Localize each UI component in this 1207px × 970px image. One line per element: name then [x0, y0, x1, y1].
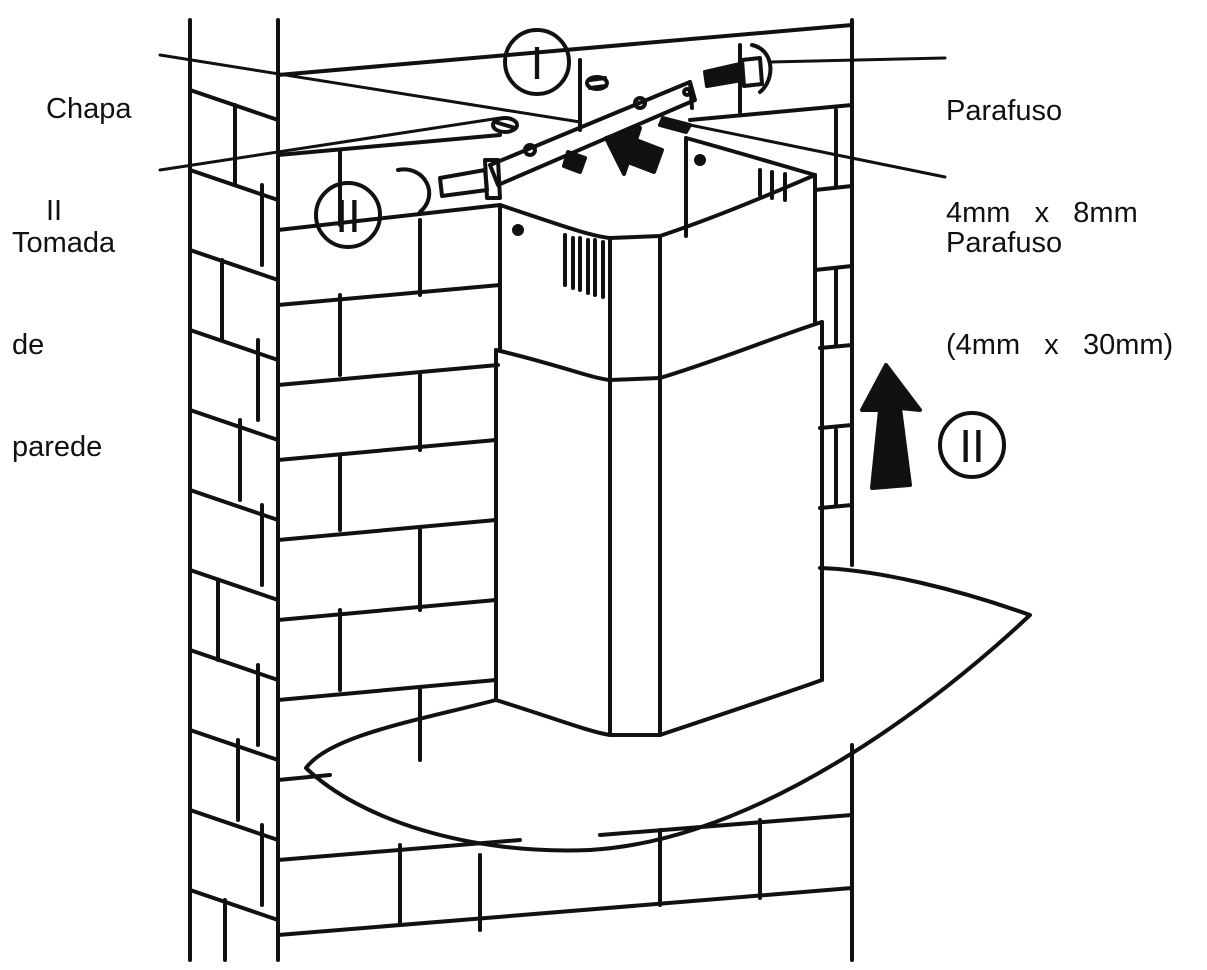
label-parafuso-4x8: Parafuso 4mm x 8mm — [946, 26, 1138, 264]
label-chapa-line-1: Chapa — [46, 93, 132, 125]
wall-plug-icons — [491, 75, 609, 134]
label-tomada-line-2: de — [12, 329, 45, 361]
label-parafuso-4x8-line-2: 4mm x 8mm — [946, 197, 1138, 229]
back-wall — [276, 18, 854, 962]
step-badge-top-circle — [503, 28, 571, 96]
leader-lines — [158, 53, 947, 179]
step-badge-right: II — [959, 420, 985, 472]
label-parafuso-4x8-line-1: Parafuso — [946, 95, 1063, 127]
insert-arrow-icon — [604, 126, 664, 176]
mounting-bracket — [488, 80, 697, 187]
label-tomada-de-parede: Tomada de parede — [12, 158, 115, 498]
step-badge-top: I — [531, 37, 544, 89]
step-badge-left-circle — [314, 181, 382, 249]
label-parafuso-4x30-line-1: Parafuso — [946, 227, 1063, 259]
up-arrow-icon — [860, 363, 922, 490]
step-badge-right-circle — [938, 411, 1006, 479]
screw-icons — [396, 43, 773, 214]
upper-chimney — [498, 136, 817, 382]
label-chapa-line-2: II — [46, 195, 63, 227]
label-parafuso-4x30: Parafuso (4mm x 30mm) — [946, 158, 1173, 396]
label-parafuso-4x30-line-2: (4mm x 30mm) — [946, 329, 1174, 361]
lower-chimney — [494, 320, 824, 737]
label-tomada-line-1: Tomada — [12, 227, 116, 259]
label-tomada-line-3: parede — [12, 431, 103, 463]
step-badge-left: II — [335, 190, 361, 242]
hood-glass-canopy — [304, 566, 1032, 853]
label-chapa: Chapa II — [46, 24, 131, 262]
brick-column — [188, 18, 280, 962]
